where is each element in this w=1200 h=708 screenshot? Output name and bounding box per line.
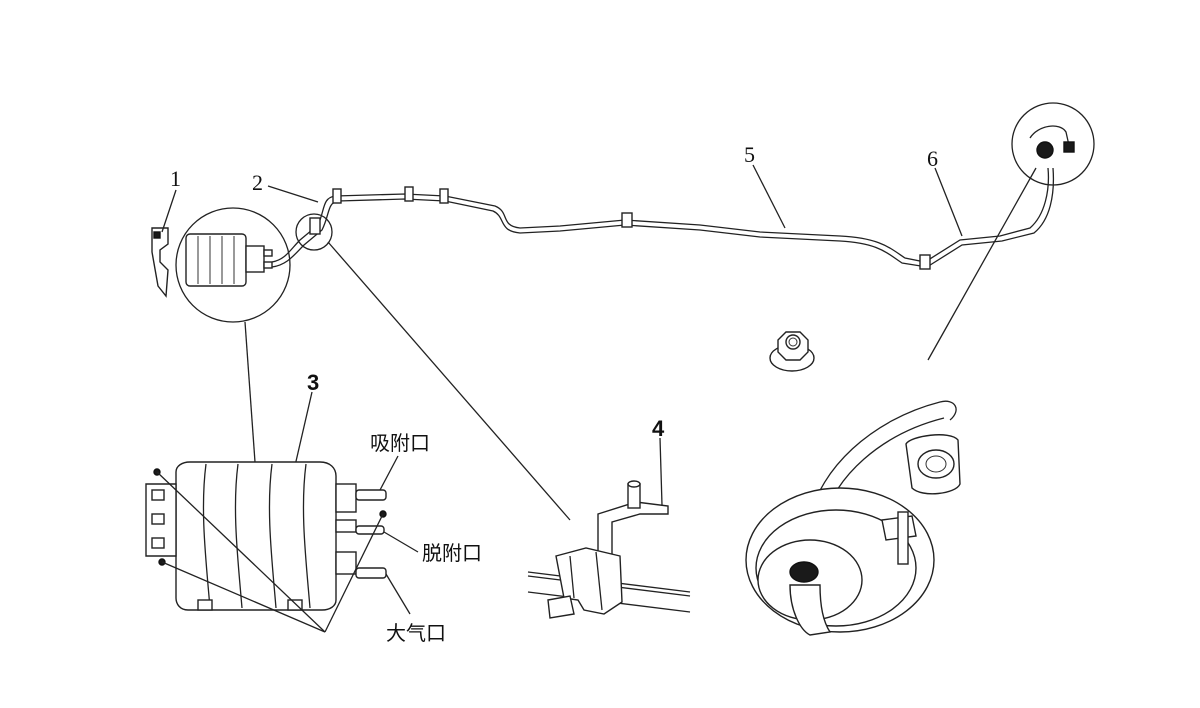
port-label-adsorption: 吸附口 [370, 431, 430, 455]
canister-detail [145, 461, 387, 611]
purge-valve-detail [745, 400, 961, 636]
callout-4: 4 [652, 416, 665, 441]
leader-clip [327, 241, 571, 521]
vapor-hose-line [271, 167, 1055, 270]
port-label-atmosphere: 大气口 [386, 621, 446, 645]
zoom-circle-canister [175, 207, 291, 323]
callout-1: 1 [170, 166, 181, 191]
zoom-circle-clip [295, 213, 333, 251]
callout-2: 2 [252, 170, 263, 195]
clip-detail [527, 480, 691, 619]
flange-nut [769, 331, 815, 372]
callout-5: 5 [744, 142, 755, 167]
callout-3: 3 [307, 370, 319, 395]
canister-bracket [151, 227, 169, 298]
leader-canister [244, 321, 256, 463]
callout-6: 6 [927, 146, 938, 171]
canister-small [185, 233, 273, 287]
purge-valve-small [1029, 125, 1075, 159]
zoom-circle-valve [1011, 102, 1095, 186]
port-label-desorption: 脱附口 [422, 541, 482, 565]
leader-valve [927, 167, 1037, 361]
